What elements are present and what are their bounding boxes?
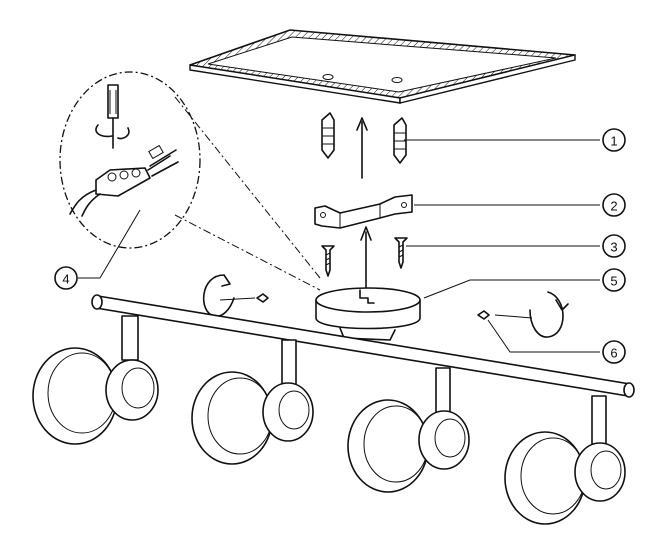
mounting-bracket <box>314 194 413 229</box>
spotlight-1 <box>32 315 159 445</box>
grub-screw-right <box>477 310 490 320</box>
canopy <box>315 287 421 341</box>
wall-plug-left <box>321 112 335 159</box>
callout-4-label: 4 <box>62 272 69 287</box>
leader-lines <box>78 139 600 353</box>
callout-5-label: 5 <box>610 274 617 289</box>
callout-2-label: 2 <box>610 199 617 214</box>
grub-screw-left <box>256 293 269 303</box>
callout-6: 6 <box>602 340 626 364</box>
callout-1-label: 1 <box>610 134 617 149</box>
callout-2: 2 <box>602 193 626 217</box>
spotlight-2 <box>191 339 314 465</box>
callout-1: 1 <box>602 128 626 152</box>
spotlight-3 <box>347 367 470 493</box>
screw-right <box>394 237 408 269</box>
wiring-detail-bubble <box>59 71 321 291</box>
callout-3-label: 3 <box>610 240 617 255</box>
ceiling-plate <box>189 29 576 104</box>
screw-left <box>321 245 335 277</box>
callout-4: 4 <box>54 266 78 290</box>
rotate-arrow-left <box>202 274 256 318</box>
arrow-up-middle <box>360 226 372 291</box>
arrow-up-top <box>356 117 368 179</box>
rotate-arrow-right <box>494 291 569 338</box>
spotlight-4 <box>504 395 626 525</box>
track-bar <box>91 294 635 398</box>
wall-plug-right <box>393 117 407 164</box>
callout-6-label: 6 <box>610 346 617 361</box>
callout-5: 5 <box>602 268 626 292</box>
callout-3: 3 <box>602 234 626 258</box>
